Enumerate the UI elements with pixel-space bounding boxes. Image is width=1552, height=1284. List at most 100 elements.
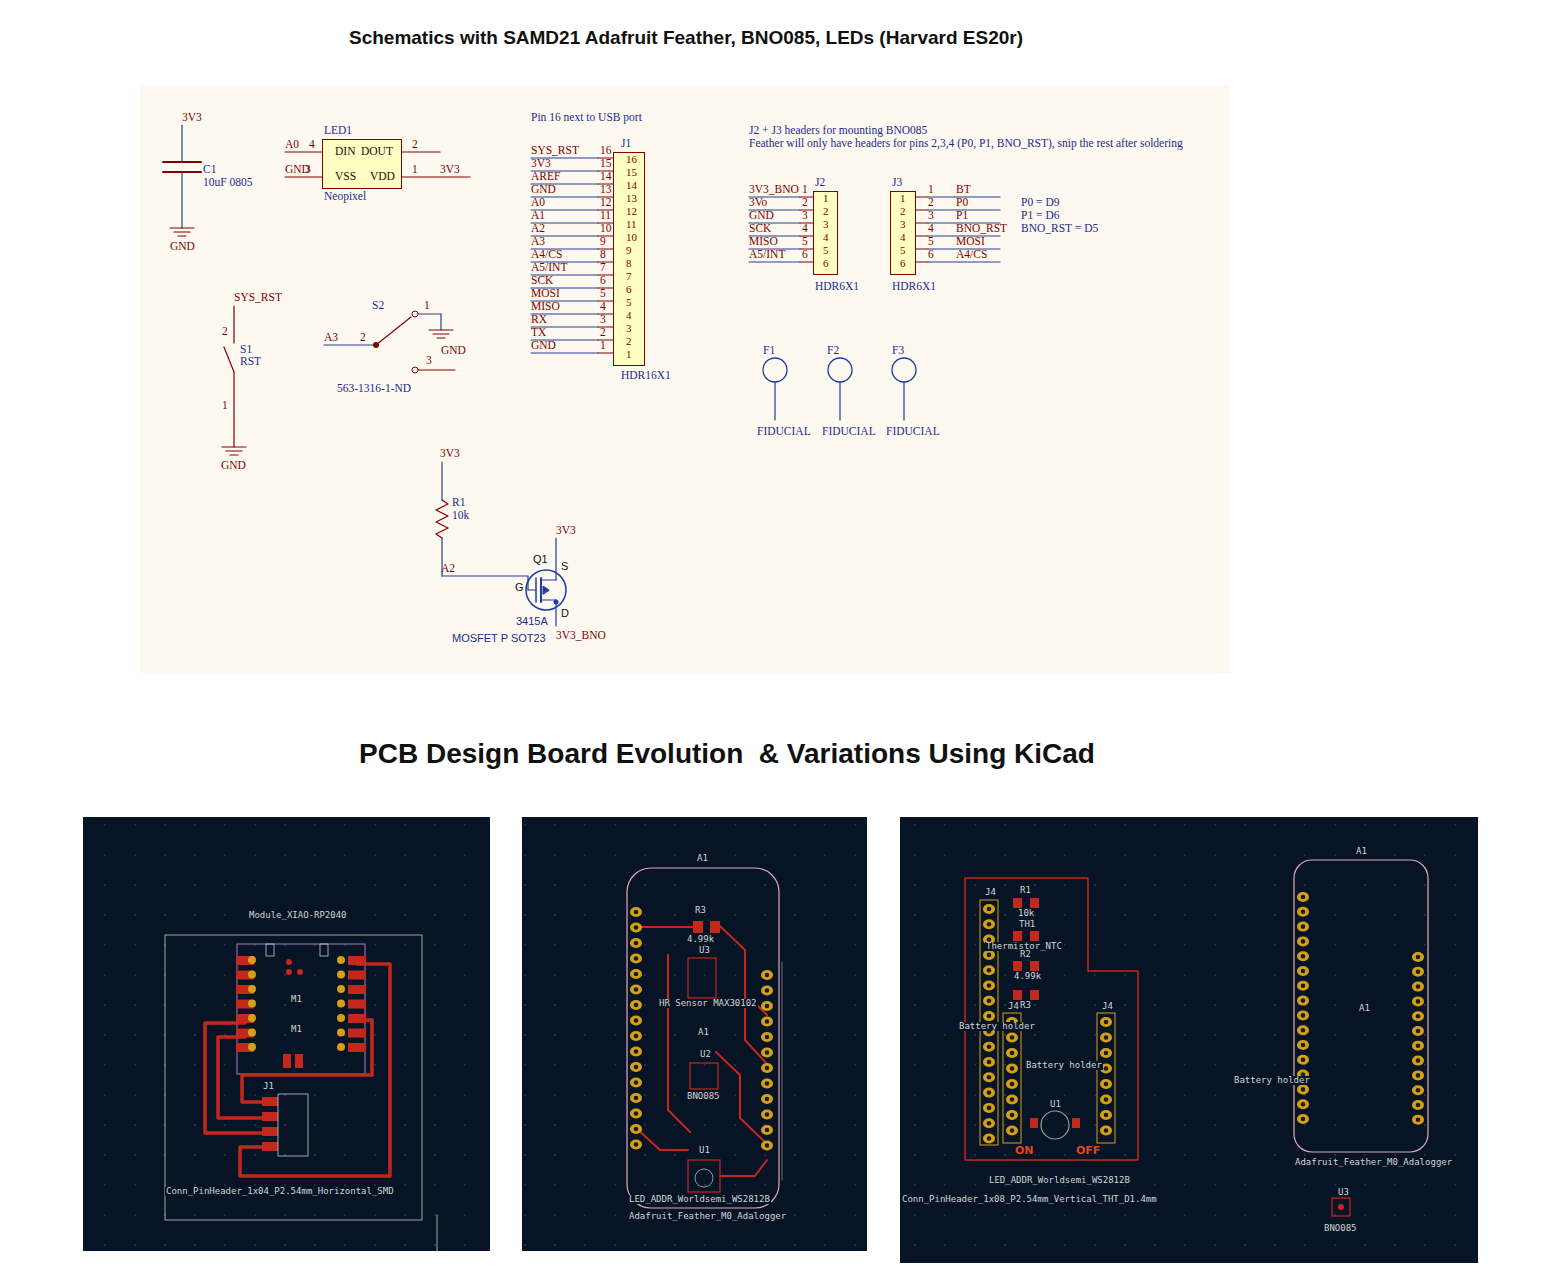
net-label: 6 [802,249,808,261]
fiducial-symbol [774,382,775,420]
through-hole-pad [1412,982,1424,992]
pcb-silkscreen-text: J4 [984,888,997,897]
pin-line [916,196,928,197]
net-label: 12 [600,197,612,209]
through-hole-pad [337,956,345,964]
through-hole-pad [337,971,345,979]
net-label: MOSI [531,288,560,300]
pad-hole [634,941,639,946]
through-hole-pad [1297,1010,1309,1020]
pad-hole [1416,1029,1421,1034]
through-hole-pad [1297,966,1309,976]
smd-pad [710,921,720,933]
smd-pad [286,969,292,975]
through-hole-pad [1006,1110,1018,1120]
pin-letter: Q1 [533,554,548,565]
through-hole-pad [983,996,995,1006]
through-hole-pad [761,1001,773,1011]
part-label: FIDUCIAL [886,426,940,438]
header-outline [1097,1013,1115,1143]
pin-number: 13 [626,193,637,204]
fiducial-symbol [839,382,840,420]
ground-symbol [437,337,445,338]
through-hole-pad [337,985,345,993]
pad-hole [987,1075,992,1080]
pin-number: 1 [626,349,632,360]
net-label: 5 [802,236,808,248]
pcb-silkscreen-text: Battery holder [958,1022,1036,1031]
pcb-silkscreen-text: R1 [1019,886,1032,895]
net-label: BNO_RST [956,223,1007,235]
part-label: BNO_RST = D5 [1021,223,1098,235]
net-label: 1 [222,400,228,412]
through-hole-pad [1006,1033,1018,1043]
pcb-silkscreen-text: TH1 [1018,920,1036,929]
net-label: 3V3 [556,525,576,537]
pad-hole [634,1003,639,1008]
net-label: 7 [600,262,606,274]
pin-number: 9 [626,245,632,256]
pcb-silkscreen-text: R3 [694,906,707,915]
pcb-silkscreen-text: Battery holder [1233,1076,1311,1085]
pcb-silkscreen-text: A1 [1358,1004,1371,1013]
pad-hole [1010,1113,1015,1118]
smd-pad [348,1043,366,1052]
pcb-silkscreen-text: Module_XIAO-RP2040 [248,911,348,920]
through-hole-pad [761,1079,773,1089]
pin-number: 5 [900,245,906,256]
smd-pad [1072,1118,1080,1128]
pcb-silkscreen-text: 10k [1017,909,1035,918]
part-label: J3 [892,177,902,189]
copper-trace [240,964,390,1176]
through-hole-pad [761,986,773,996]
pcb-silkscreen-text: Adafruit_Feather_M0_Adalogger [1294,1158,1453,1167]
through-hole-pad [983,1103,995,1113]
led-footprint [688,1160,720,1192]
through-hole-pad [983,950,995,960]
part-label: Neopixel [324,191,366,203]
pin-number: 12 [626,206,637,217]
pin-line [800,261,813,262]
through-hole-pad [630,1016,642,1026]
through-hole-pad [1412,1070,1424,1080]
through-hole-pad [983,965,995,975]
net-label: 1 [424,300,430,312]
through-hole-pad [1006,1126,1018,1136]
pad-hole [1104,1082,1109,1087]
copper-trace [242,1020,372,1102]
pad-hole [1010,1035,1015,1040]
mosfet-symbol [555,538,556,580]
pad-hole [765,988,770,993]
smd-pad [348,1014,366,1023]
through-hole-pad [1006,1079,1018,1089]
pin-line [916,235,928,236]
net-label: 2 [802,197,808,209]
pin-line [916,209,928,210]
net-label: A2 [531,223,545,235]
board-outline [437,1215,438,1251]
net-label: MOSI [956,236,985,248]
net-label: 3V3 [182,112,202,124]
smd-pad [348,956,366,965]
pcb-silkscreen-text: U2 [699,1050,712,1059]
net-label: A2 [441,563,455,575]
pin-number: 16 [626,154,637,165]
schematic-sheet [140,85,1230,673]
pad-hole [987,1060,992,1065]
pin-number: 2 [626,336,632,347]
part-label: R1 [452,497,465,509]
copper-trace [716,1052,767,1144]
smd-pad [262,1097,278,1106]
through-hole-pad [248,985,256,993]
button-outline [320,944,328,956]
pad-hole [765,1035,770,1040]
through-hole-pad [1412,1115,1424,1125]
ground-symbol [174,231,190,232]
pcb-grid [900,817,1478,1263]
through-hole-pad [983,1072,995,1082]
part-label: HDR6X1 [815,281,859,293]
through-hole-pad [248,1043,256,1051]
pad-hole [634,925,639,930]
pad-hole [1104,1066,1109,1071]
part-label: Pin 16 next to USB port [531,112,642,124]
